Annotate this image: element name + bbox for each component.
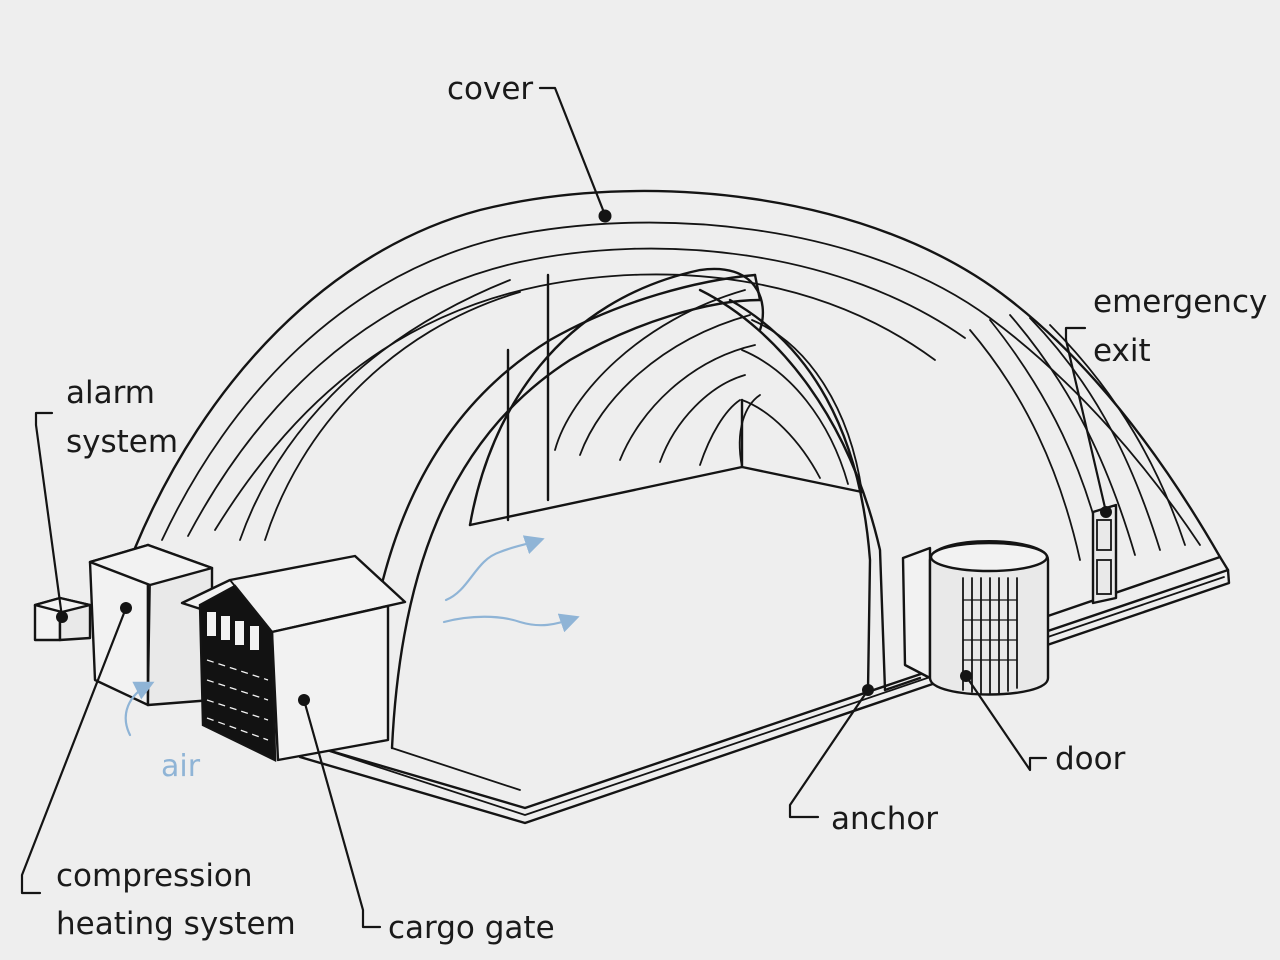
air-intake-arrow — [124, 681, 155, 737]
label-cargo-gate: cargo gate — [388, 910, 555, 946]
alarm-system-box — [33, 596, 92, 642]
dome-cover — [133, 189, 1222, 561]
cargo-gate-building — [180, 554, 407, 762]
anchor-rail — [298, 555, 1231, 825]
air-flow-arrows — [124, 535, 580, 737]
label-cover: cover — [447, 71, 533, 107]
label-alarm-system-line1: alarm — [66, 375, 155, 411]
compression-heating-unit — [88, 543, 214, 707]
label-emergency-exit-line1: emergency — [1093, 284, 1267, 320]
air-flow-arrow-upper — [444, 535, 545, 602]
leader-lines — [20, 86, 1112, 929]
label-alarm-system-line2: system — [66, 424, 178, 460]
air-flow-arrow-lower — [442, 613, 580, 633]
labels: cover emergency exit alarm system air co… — [56, 71, 1267, 946]
label-compression-heating-line2: heating system — [56, 906, 296, 942]
label-door: door — [1055, 741, 1126, 777]
label-compression-heating-line1: compression — [56, 858, 253, 894]
dome-interior — [358, 267, 887, 791]
revolving-door — [901, 540, 1050, 696]
label-air: air — [161, 749, 201, 784]
label-anchor: anchor — [831, 801, 938, 837]
label-emergency-exit-line2: exit — [1093, 333, 1151, 369]
emergency-exit-door — [1091, 503, 1118, 605]
